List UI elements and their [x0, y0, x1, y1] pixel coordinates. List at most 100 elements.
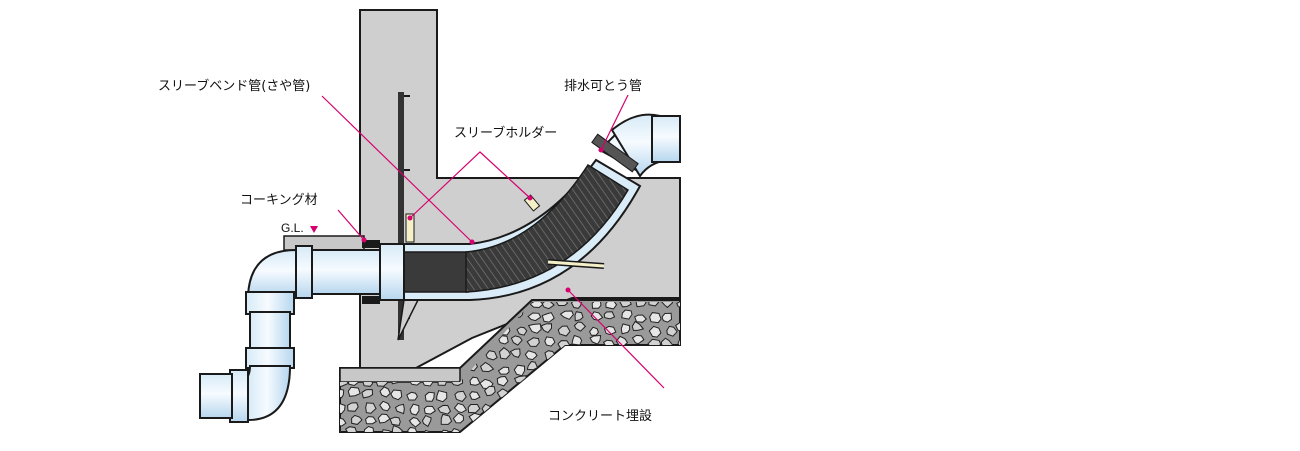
gravel-stone [437, 404, 452, 415]
gravel-stone [453, 402, 468, 414]
gravel-stone [664, 361, 676, 373]
gravel-stone [406, 391, 418, 401]
gravel-stone [340, 310, 343, 321]
gravel-stone [471, 427, 483, 432]
gravel-stone [621, 386, 635, 396]
gravel-stone [498, 335, 509, 345]
gravel-stone [573, 321, 587, 332]
gravel-stone [497, 429, 510, 432]
gravel-stone [587, 361, 599, 372]
gravel-stone [436, 390, 448, 403]
flexible-drain-pipe [399, 163, 630, 293]
gravel-stone [540, 386, 554, 398]
gravel-stone [541, 302, 555, 310]
gravel-stone [479, 361, 495, 373]
flex-pipe-corrugated [465, 163, 630, 293]
gravel-stone [451, 428, 462, 432]
gravel-stone [365, 416, 377, 425]
flex-pipe-straight [399, 251, 469, 293]
gravel-stone [555, 352, 567, 362]
gravel-stone [513, 386, 528, 399]
gravel-stone [681, 308, 693, 318]
gravel-stone [452, 412, 465, 424]
gravel-stone [559, 310, 574, 320]
label-caulking-material: コーキング材 [240, 193, 318, 208]
gravel-stone [618, 302, 632, 308]
gravel-stone [618, 375, 631, 385]
gravel-stone [347, 402, 359, 412]
gravel-stone [650, 363, 664, 374]
gravel-stone [408, 417, 422, 428]
gravel-stone [649, 312, 662, 324]
gravel-stone [483, 385, 496, 397]
gravel-stone [572, 363, 584, 373]
gravel-stone [469, 376, 481, 386]
gravel-stone [365, 402, 377, 414]
gravel-stone [635, 302, 647, 308]
gravel-stone [661, 390, 674, 401]
gravel-stone [346, 325, 358, 334]
gravel-stone [540, 323, 552, 334]
leader-sleeve-bend-pipe [321, 95, 473, 243]
gravel-stone [379, 386, 391, 398]
gravel-stone [570, 376, 583, 387]
gravel-stone [340, 337, 342, 349]
upper-right-pvc-pipe [591, 113, 681, 178]
gravel-stone [602, 429, 615, 432]
gravel-stone [340, 402, 346, 415]
gravel-stone [344, 426, 358, 432]
gravel-stone [524, 350, 538, 361]
gravel-stone [589, 334, 602, 345]
gravel-stone [557, 425, 572, 432]
leader-concrete-embedded [567, 289, 665, 389]
gravel-stone [644, 392, 658, 402]
gravel-stone [589, 386, 603, 396]
gravel-stone [498, 347, 511, 360]
gravel-stone [510, 335, 523, 346]
leader-sleeve-holder [409, 151, 531, 219]
gravel-stone [391, 425, 404, 432]
gravel-stone [347, 302, 359, 310]
gravel-stone [454, 390, 467, 403]
gravel-stone [676, 362, 680, 371]
gravel-stone [529, 398, 541, 410]
gravel-stone [660, 414, 673, 427]
gravel-stone [439, 429, 450, 432]
gravel-stone [524, 426, 537, 432]
label-concrete-embedded: コンクリート埋設 [548, 408, 652, 424]
gravel-stone [572, 429, 587, 432]
gravel-stone [666, 325, 678, 337]
gravel-stone [631, 334, 645, 345]
gravel-stone [481, 414, 495, 425]
gravel-stone [530, 414, 542, 425]
gravel-stone [646, 400, 659, 410]
gravel-stone [590, 373, 601, 386]
leader-lines [321, 94, 665, 389]
gravel-stone [541, 312, 555, 323]
gravel-stone [572, 352, 585, 364]
gravel-stone [605, 302, 618, 310]
gravel-stone [662, 373, 672, 383]
gravel-stone [409, 403, 420, 416]
gravel-stone [424, 391, 435, 402]
gravel-stone [589, 326, 599, 336]
gravel-stone [571, 334, 583, 346]
gravel-stone [497, 366, 510, 375]
left-pvc-pipe [199, 245, 387, 423]
gravel-stone [421, 414, 432, 428]
gravel-stone [557, 325, 571, 337]
gravel-stone [543, 429, 555, 432]
gravel-stone [574, 311, 584, 322]
gravel-stone [675, 321, 680, 333]
pipe-coupling [362, 240, 405, 304]
gravel-stone [675, 373, 680, 384]
gravel-stone [390, 389, 403, 401]
label-drain-flexible-pipe: 排水可とう管 [564, 79, 642, 94]
gravel-stone [509, 348, 521, 359]
gravel-stone [546, 375, 560, 385]
gravel-stone [340, 324, 344, 334]
gravel-stone [604, 389, 617, 401]
gravel-stone [587, 427, 602, 432]
gravel-stone [351, 414, 363, 425]
